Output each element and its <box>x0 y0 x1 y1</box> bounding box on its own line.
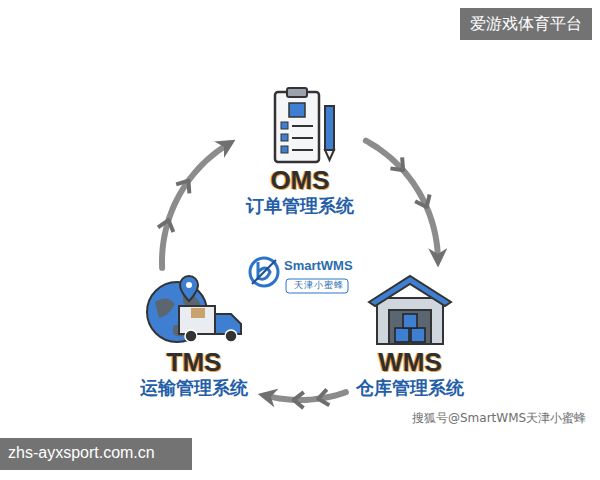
ring-chevron <box>415 195 434 211</box>
ring-chevron <box>317 389 329 406</box>
system-acronym: TMS <box>167 348 222 376</box>
system-acronym: OMS <box>270 166 329 194</box>
tms-icon <box>147 276 241 342</box>
logo-name: SmartWMS <box>284 258 353 273</box>
watermark-text: 爱游戏体育平台 <box>470 14 582 35</box>
watermark-text: zhs-ayxsport.com.cn <box>8 444 155 462</box>
system-node: TMS运输管理系统 <box>133 272 255 400</box>
ring-chevron <box>176 176 195 193</box>
system-name: 订单管理系统 <box>246 194 354 218</box>
system-illustration <box>139 272 249 348</box>
oms-icon <box>275 88 334 162</box>
ring-chevron <box>390 157 409 175</box>
watermark-panel <box>460 8 592 40</box>
system-name: 运输管理系统 <box>140 376 248 400</box>
flow-arc <box>366 141 438 260</box>
system-node: OMS订单管理系统 <box>239 86 361 218</box>
system-name: 仓库管理系统 <box>356 376 464 400</box>
system-acronym: WMS <box>378 348 442 376</box>
flow-arc <box>265 392 346 400</box>
flow-arc <box>162 144 229 268</box>
system-node: WMS仓库管理系统 <box>350 270 470 400</box>
ring-chevron <box>293 392 303 408</box>
wms-icon <box>369 276 451 344</box>
watermark-text: 搜狐号@SmartWMS天津小蜜蜂 <box>412 410 586 427</box>
watermark-panel <box>0 438 192 470</box>
logo-subtitle: 天津小蜜蜂 <box>294 280 344 291</box>
system-illustration <box>365 270 455 348</box>
ring-chevron <box>158 218 176 232</box>
system-illustration <box>245 86 355 166</box>
